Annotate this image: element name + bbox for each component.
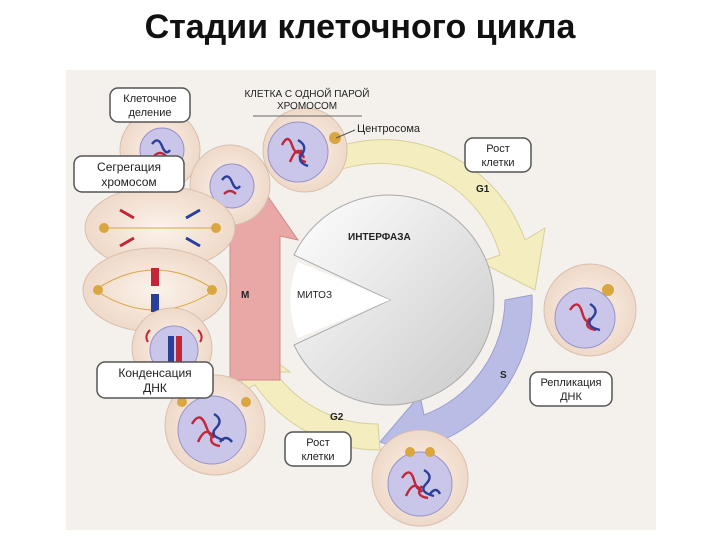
- cell-right: [543, 263, 637, 357]
- cell-dividing-2: [189, 144, 271, 226]
- box-growth-g1-line1: Рост: [486, 143, 510, 155]
- cell-metaphase: [82, 247, 228, 333]
- centrosome-pointer: [335, 129, 356, 139]
- phase-m-label: M: [241, 290, 249, 301]
- mitosis-label: МИТОЗ: [297, 290, 332, 301]
- box-growth-g1: Рост клетки: [464, 137, 532, 173]
- box-condensation-line1: Конденсация: [118, 366, 191, 380]
- cell-bottom-right: [371, 429, 469, 527]
- box-segregation-line1: Сегрегация: [97, 160, 161, 174]
- centrosome-label: Центросома: [357, 123, 421, 135]
- phase-s-label: S: [500, 370, 507, 381]
- box-segregation-line2: хромосом: [101, 175, 156, 189]
- top-label-line2: ХРОМОСОМ: [277, 101, 337, 112]
- page-title: Стадии клеточного цикла: [144, 8, 576, 46]
- top-label-line1: КЛЕТКА С ОДНОЙ ПАРОЙ: [244, 87, 369, 100]
- cell-top: [262, 107, 348, 193]
- interphase-core: [290, 262, 390, 338]
- box-growth-g1-line2: клетки: [481, 157, 514, 169]
- box-cell-division-line2: деление: [128, 107, 171, 119]
- box-growth-g2: Рост клетки: [284, 431, 352, 467]
- box-condensation-line2: ДНК: [143, 381, 167, 395]
- interphase-ring: [293, 194, 495, 406]
- box-segregation: Сегрегация хромосом: [73, 155, 185, 193]
- cell-bottom-left: [164, 374, 266, 476]
- box-condensation: Конденсация ДНК: [96, 361, 214, 399]
- box-growth-g2-line1: Рост: [306, 437, 330, 449]
- box-replication-line2: ДНК: [560, 391, 582, 403]
- interphase-label: ИНТЕРФАЗА: [348, 232, 411, 243]
- box-growth-g2-line2: клетки: [301, 451, 334, 463]
- box-cell-division-line1: Клеточное: [123, 93, 176, 105]
- box-replication-line1: Репликация: [540, 377, 601, 389]
- phase-g2-label: G2: [330, 412, 344, 423]
- box-replication: Репликация ДНК: [529, 371, 613, 407]
- phase-g1-label: G1: [476, 184, 490, 195]
- box-cell-division: Клеточное деление: [109, 87, 191, 123]
